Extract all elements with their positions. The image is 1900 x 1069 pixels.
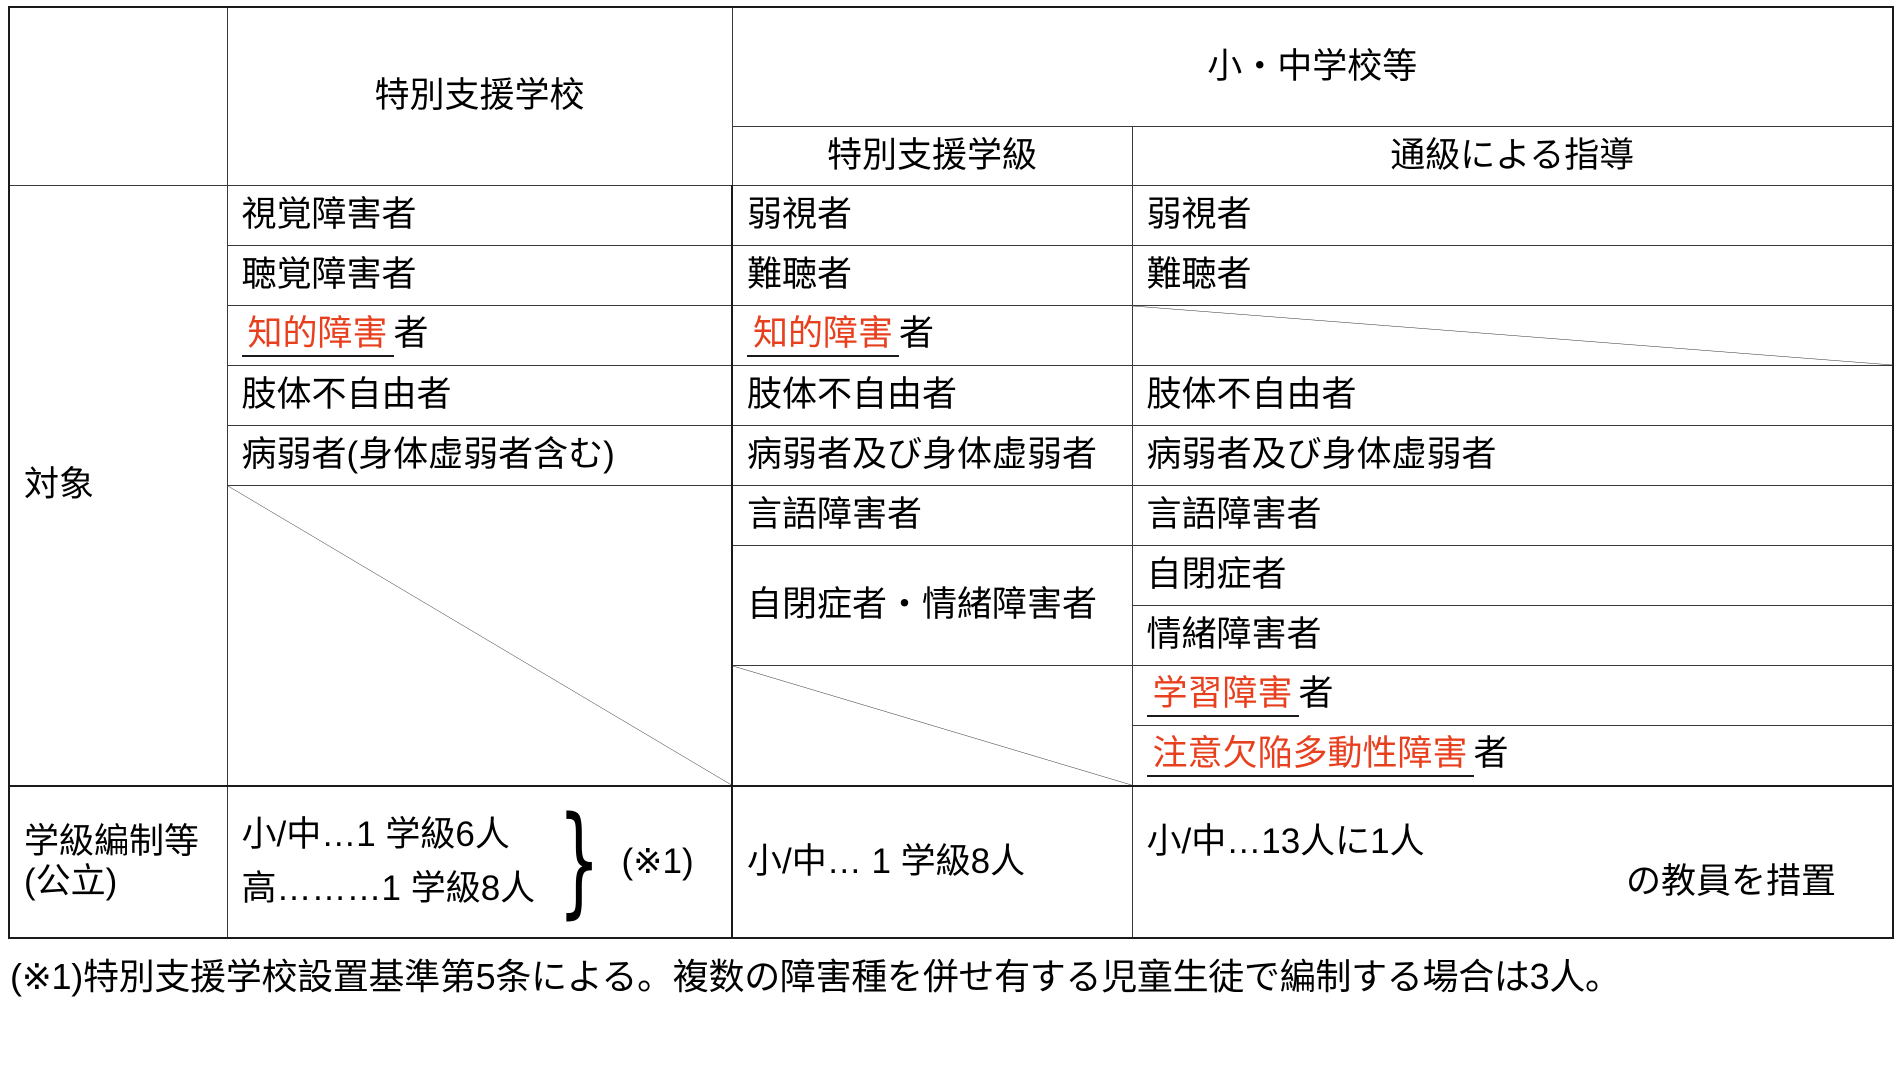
table-header-row-2: 特別支援学級 通級による指導: [9, 126, 1894, 186]
term-suffix: 者: [1473, 733, 1509, 773]
table-row-class-organization: 学級編制等 (公立) 小/中…1 学級6人 高………1 学級8人 } (※1) …: [8, 785, 1894, 939]
table-row: 肢体不自由者 肢体不自由者 肢体不自由者: [9, 365, 1894, 426]
cell-tsukyu-adhd: 注意欠陥多動性障害者: [1131, 725, 1894, 787]
cell-special-school: 聴覚障害者: [226, 245, 733, 306]
cell-special-class: 難聴者: [731, 245, 1133, 306]
composition-tsukyu-line2: の教員を措置: [1626, 862, 1837, 901]
cell-composition-tsukyu: 小/中…13人に1人 の教員を措置: [1131, 785, 1894, 939]
composition-tsukyu-line1: 小/中…13人に1人: [1146, 821, 1425, 861]
cell-tsukyu: 肢体不自由者: [1131, 365, 1894, 426]
table-row: 学習障害者: [9, 665, 1894, 787]
composition-line1: 小/中…1 学級6人: [241, 814, 510, 854]
cell-tsukyu-empty-slash: [1131, 305, 1894, 366]
table-row: 自閉症者・情緒障害者 自閉症者: [9, 545, 1894, 666]
row-label-line1: 学級編制等: [24, 821, 200, 861]
table-row: 情緒障害者: [9, 605, 1894, 666]
cell-special-school: 肢体不自由者: [226, 365, 733, 426]
cell-special-class: 弱視者: [731, 185, 1133, 246]
composition-line2: 高………1 学級8人: [241, 869, 536, 908]
header-regular-school: 小・中学校等: [731, 6, 1894, 127]
highlight-term: 学習障害: [1146, 674, 1299, 718]
highlight-term: 知的障害: [747, 314, 900, 358]
header-special-class: 特別支援学級: [731, 126, 1133, 186]
table-row: 病弱者(身体虚弱者含む) 病弱者及び身体虚弱者 病弱者及び身体虚弱者: [9, 425, 1894, 486]
table-row: 対象 視覚障害者 弱視者 弱視者: [8, 185, 1894, 787]
cell-tsukyu: 情緒障害者: [1131, 605, 1894, 666]
cell-tsukyu-learning-disability: 学習障害者: [1131, 665, 1894, 726]
table-row: 知的障害者 知的障害者: [9, 305, 1894, 366]
table-row: 注意欠陥多動性障害者: [9, 725, 1894, 787]
cell-special-school-empty-slash: [226, 485, 733, 787]
highlight-term: 知的障害: [241, 314, 394, 358]
row-label-class-organization: 学級編制等 (公立): [8, 785, 228, 939]
cell-special-school: 視覚障害者: [226, 185, 733, 246]
table-footnote: (※1)特別支援学校設置基準第5条による。複数の障害種を併せ有する児童生徒で編制…: [10, 956, 1621, 997]
table-header-row-1: 特別支援学校 小・中学校等: [8, 6, 1894, 186]
term-suffix: 者: [393, 313, 429, 353]
term-suffix: 者: [899, 313, 935, 353]
composition-note-ref: (※1): [621, 841, 694, 881]
cell-special-class: 病弱者及び身体虚弱者: [731, 425, 1133, 486]
row-label-line2: (公立): [24, 862, 118, 901]
table-row: 言語障害者 言語障害者: [9, 485, 1894, 787]
header-tsukyu: 通級による指導: [1131, 126, 1894, 186]
cell-composition-special-school: 小/中…1 学級6人 高………1 学級8人 } (※1): [226, 785, 733, 939]
cell-tsukyu: 自閉症者: [1131, 545, 1894, 606]
cell-tsukyu: 病弱者及び身体虚弱者: [1131, 425, 1894, 486]
cell-special-class: 肢体不自由者: [731, 365, 1133, 426]
term-suffix: 者: [1298, 673, 1334, 713]
support-education-comparison-table: 特別支援学校 小・中学校等 特別支援学級 通級による指導 対象 視覚障害者 弱視…: [8, 6, 1895, 939]
cell-special-school-intellectual: 知的障害者: [226, 305, 733, 366]
cell-special-school: 病弱者(身体虚弱者含む): [226, 425, 733, 486]
cell-tsukyu: 難聴者: [1131, 245, 1894, 306]
row-label-target: 対象: [8, 185, 228, 787]
table-row: 聴覚障害者 難聴者 難聴者: [9, 245, 1894, 306]
cell-special-class: 言語障害者: [731, 485, 1133, 546]
cell-special-class-empty-slash: [731, 665, 1133, 787]
brace-icon: }: [558, 792, 601, 931]
cell-tsukyu: 弱視者: [1131, 185, 1894, 246]
highlight-term: 注意欠陥多動性障害: [1146, 734, 1474, 778]
cell-composition-special-class: 小/中… 1 学級8人: [731, 785, 1133, 939]
header-special-school: 特別支援学校: [226, 6, 733, 186]
cell-special-class-autism: 自閉症者・情緒障害者: [731, 545, 1133, 666]
corner-empty-cell: [8, 6, 228, 186]
cell-special-class-intellectual: 知的障害者: [731, 305, 1133, 366]
cell-tsukyu: 言語障害者: [1131, 485, 1894, 546]
